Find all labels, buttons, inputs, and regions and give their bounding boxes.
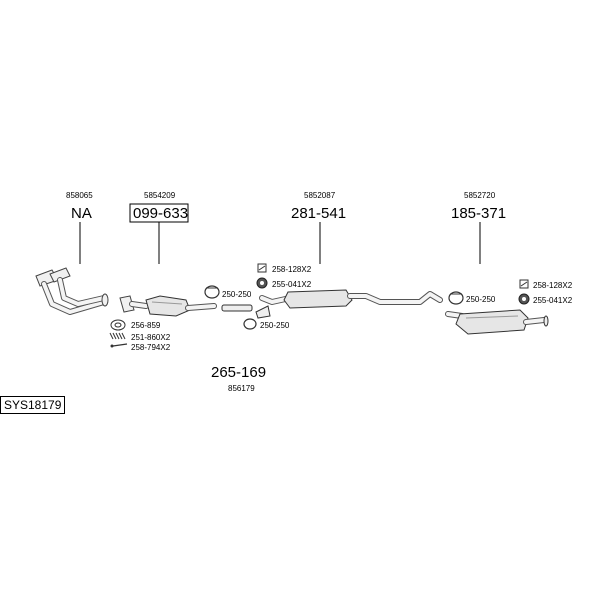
front-pipe-drawing	[35, 267, 109, 315]
clamp-icon	[204, 285, 220, 299]
part-number-clamp-left-1: 250-250	[222, 290, 252, 299]
clamp-icon	[448, 291, 464, 305]
hanger-icon	[257, 263, 267, 273]
part-number-rear-silencer: 185-371	[451, 205, 506, 222]
part-number-springs: 251-860X2	[131, 333, 171, 342]
part-number-middle-silencer: 281-541	[291, 205, 346, 222]
part-number-bolts: 258-794X2	[131, 343, 171, 352]
hanger-icon	[519, 279, 529, 289]
rear-silencer-drawing	[445, 309, 549, 335]
oem-number-connector-pipe: 856179	[228, 384, 255, 393]
part-number-gasket: 256-859	[131, 321, 161, 330]
system-code-label: SYS18179	[0, 396, 66, 414]
clamp-icon	[243, 318, 257, 330]
part-number-hanger-right: 258-128X2	[533, 281, 573, 290]
rubber-mount-icon	[518, 293, 530, 305]
rubber-mount-icon	[256, 277, 268, 289]
part-number-clamp-left-2: 250-250	[260, 321, 290, 330]
spring-icon	[109, 332, 126, 340]
part-number-hanger-mid: 258-128X2	[272, 265, 312, 274]
gasket-icon	[110, 319, 126, 331]
part-number-rubber-right: 255-041X2	[533, 296, 573, 305]
part-number-catalyst: 099-633	[133, 205, 188, 222]
middle-silencer-drawing	[259, 289, 443, 309]
oem-number-rear-silencer: 5852720	[464, 191, 496, 200]
oem-number-front-pipe: 858065	[66, 191, 93, 200]
part-number-clamp-right: 250-250	[466, 295, 496, 304]
connector-pipe-drawing	[221, 304, 271, 319]
bolt-icon	[110, 343, 128, 348]
part-number-connector-pipe: 265-169	[211, 364, 266, 381]
oem-number-middle-silencer: 5852087	[304, 191, 336, 200]
part-number-front-pipe: NA	[71, 205, 92, 222]
catalyst-drawing	[119, 295, 217, 317]
oem-number-catalyst: 5854209	[144, 191, 176, 200]
part-number-rubber-mid: 255-041X2	[272, 280, 312, 289]
